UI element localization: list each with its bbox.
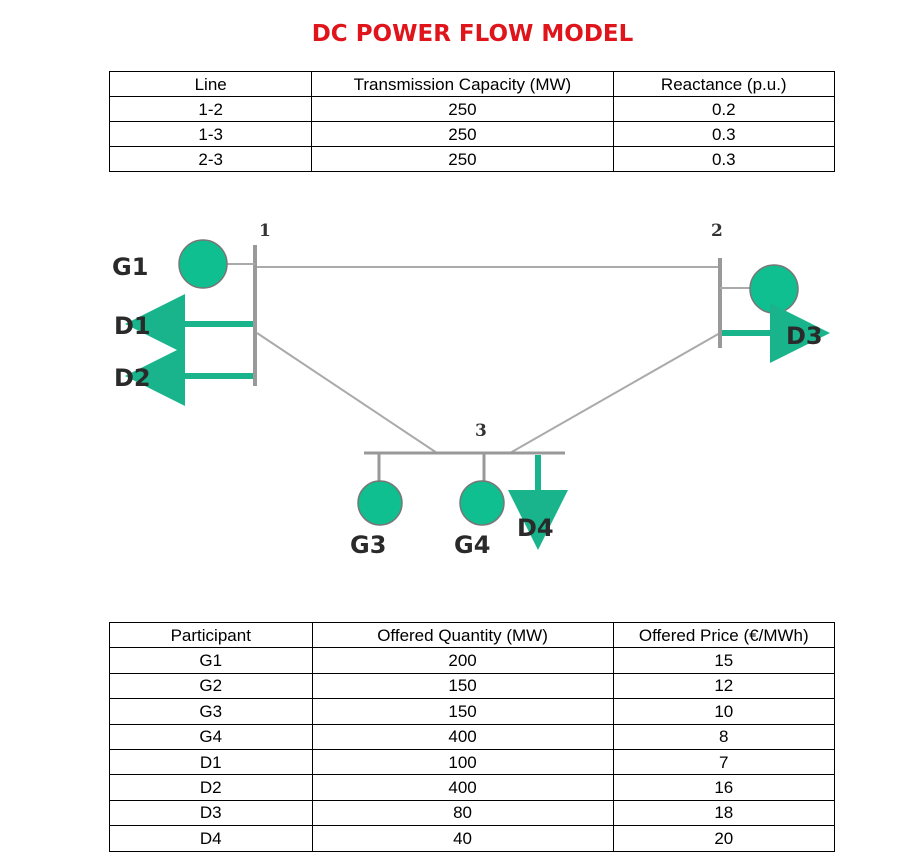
table-cell: 400: [311, 723, 614, 750]
lines-table: Line Transmission Capacity (MW) Reactanc…: [108, 71, 836, 172]
bus-3-label: 3: [475, 421, 487, 441]
table-cell: 250: [311, 96, 614, 122]
table-row: G4 400 8: [109, 723, 836, 750]
d2-label: D2: [114, 364, 151, 392]
table-header-row: Participant Offered Quantity (MW) Offere…: [109, 621, 836, 649]
table-cell: D3: [109, 799, 313, 827]
table-row: D4 40 20: [109, 825, 836, 852]
header-cell: Offered Price (€/MWh): [612, 621, 836, 649]
header-cell: Offered Quantity (MW): [311, 621, 614, 649]
table-cell: 80: [311, 799, 614, 827]
table-cell: 7: [612, 748, 836, 776]
table-row: D3 80 18: [109, 799, 836, 827]
table-cell: G4: [109, 723, 313, 750]
d3-label: D3: [786, 322, 823, 350]
table-cell: 15: [612, 647, 836, 674]
table-cell: 16: [612, 774, 836, 801]
table-cell: D2: [109, 774, 313, 801]
bus-2-label: 2: [711, 221, 723, 241]
header-cell: Participant: [109, 621, 313, 649]
table-cell: G2: [109, 672, 313, 700]
table-cell: G3: [109, 698, 313, 725]
table-row: 2-3 250 0.3: [108, 146, 836, 172]
table-cell: D1: [109, 748, 313, 776]
d1-label: D1: [114, 312, 151, 340]
table-cell: D4: [109, 825, 313, 852]
table-cell: 100: [311, 748, 614, 776]
table-cell: 250: [311, 146, 614, 172]
table-cell: 200: [311, 647, 614, 674]
table-cell: 0.3: [612, 146, 836, 172]
table-cell: 2-3: [108, 146, 313, 172]
table-cell: 1-3: [108, 121, 313, 147]
header-cell: Transmission Capacity (MW): [311, 71, 614, 97]
g3-label: G3: [350, 531, 386, 559]
table-cell: 150: [311, 698, 614, 725]
table-row: G3 150 10: [109, 698, 836, 725]
table-cell: 20: [612, 825, 836, 852]
table-cell: 12: [612, 672, 836, 700]
table-header-row: Line Transmission Capacity (MW) Reactanc…: [108, 71, 836, 97]
bus-1-label: 1: [259, 221, 271, 241]
participants-table: Participant Offered Quantity (MW) Offere…: [109, 621, 836, 852]
table-cell: 0.3: [612, 121, 836, 147]
table-cell: 0.2: [612, 96, 836, 122]
table-cell: 18: [612, 799, 836, 827]
g1-label: G1: [112, 253, 148, 281]
table-cell: 10: [612, 698, 836, 725]
table-row: G1 200 15: [109, 647, 836, 674]
g4-label: G4: [454, 531, 490, 559]
table-cell: G1: [109, 647, 313, 674]
page-title: DC POWER FLOW MODEL: [311, 21, 634, 47]
header-cell: Reactance (p.u.): [612, 71, 836, 97]
line-2-3: [509, 332, 721, 454]
table-cell: 150: [311, 672, 614, 700]
g1-generator-icon: [178, 239, 228, 289]
bus2-generator-icon: [749, 264, 799, 314]
table-row: D2 400 16: [109, 774, 836, 801]
table-row: D1 100 7: [109, 748, 836, 776]
g3-generator-icon: [357, 480, 403, 526]
g4-generator-icon: [459, 480, 505, 526]
d4-label: D4: [517, 514, 554, 542]
table-cell: 40: [311, 825, 614, 852]
table-row: G2 150 12: [109, 672, 836, 700]
table-cell: 8: [612, 723, 836, 750]
header-cell: Line: [108, 71, 313, 97]
table-cell: 400: [311, 774, 614, 801]
table-row: 1-3 250 0.3: [108, 121, 836, 147]
line-1-3: [256, 332, 438, 454]
